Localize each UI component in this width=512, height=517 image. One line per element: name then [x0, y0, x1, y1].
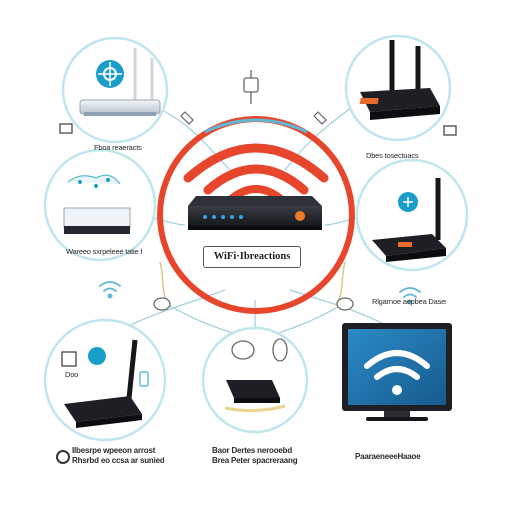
router-icon: [372, 178, 446, 262]
gear-icon: [96, 60, 124, 88]
label-bottom-center-2: Brea Peter spacreraang: [212, 456, 298, 465]
laptop-icon: [224, 338, 288, 413]
monitor-icon: [342, 323, 452, 421]
router-icon: [188, 196, 322, 230]
center-label: WiFi·Ibreactions: [203, 246, 301, 268]
wifi-icon: [183, 143, 329, 204]
wifi-icon: [99, 281, 121, 299]
label-mid-right: Rlgarnoe aepbea Daser deoi: [372, 297, 446, 306]
circle-mid-left: [43, 148, 157, 262]
circle-top-right: [344, 34, 452, 142]
label-top-left: Fboa reaeracts: [94, 143, 142, 152]
plug-icon: [59, 123, 73, 134]
wifi-icon: [399, 287, 421, 305]
router-icon: [79, 48, 161, 116]
router-icon: [359, 40, 440, 120]
laptop-icon: [63, 174, 131, 234]
phone-icon: [139, 371, 149, 387]
bullet-icon: [56, 450, 70, 464]
plug-icon: [443, 125, 457, 136]
plug-icon: [243, 70, 259, 104]
router-icon: [61, 339, 142, 428]
plug-icon: [180, 111, 327, 125]
center-top-arc: [204, 118, 308, 134]
label-bottom-right: PaaraeneeeHaaoe: [355, 452, 421, 461]
device-label: Doo: [65, 370, 79, 379]
label-bottom-left-1: Ilbesrpe wpeeon arrost: [72, 446, 156, 455]
label-mid-left: Wareeo sxrpeleee tatie fisrreea: [66, 247, 142, 256]
label-bottom-center-1: Baor Dertes nerooebd: [212, 446, 293, 455]
label-bottom-left-2: Rhsrbd eo ccsa ar sunied: [72, 456, 164, 465]
mouse-icon: [153, 297, 354, 311]
label-top-right: Dbes tosectuacs: [366, 151, 419, 160]
